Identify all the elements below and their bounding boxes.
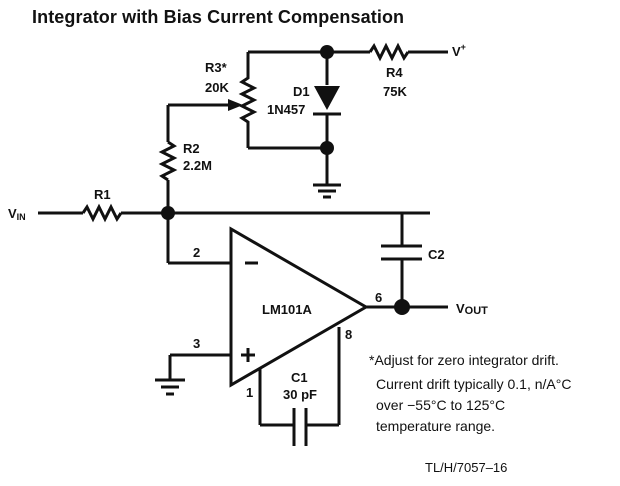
note-drift: Current drift typically 0.1, n/A°C <box>376 376 572 392</box>
resistor-r4 <box>368 42 410 62</box>
wiper-arrow-icon <box>228 99 243 111</box>
label-r2-value: 2.2M <box>183 158 212 173</box>
resistor-r2 <box>158 140 178 182</box>
diode-d1 <box>314 86 340 110</box>
label-c1-value: 30 pF <box>283 387 317 402</box>
label-r4-value: 75K <box>383 84 407 99</box>
note-temperature: temperature range. <box>376 418 496 434</box>
figure-title: Integrator with Bias Current Compensatio… <box>32 7 405 27</box>
junction-output <box>394 299 410 315</box>
label-r1: R1 <box>94 187 111 202</box>
label-d1-value: 1N457 <box>267 102 305 117</box>
note-adjust: *Adjust for zero integrator drift. <box>369 352 559 368</box>
note-range: over −55°C to 125°C <box>376 397 506 413</box>
label-r2: R2 <box>183 141 200 156</box>
figure-id: TL/H/7057–16 <box>425 460 508 475</box>
label-vin: VIN <box>8 206 26 222</box>
label-pin8: 8 <box>345 327 352 342</box>
plus-sign-icon <box>241 348 255 362</box>
ground-icon-d1 <box>313 183 341 199</box>
label-r3-value: 20K <box>205 80 229 95</box>
label-opamp: LM101A <box>262 302 312 317</box>
opamp-lm101a <box>229 226 369 388</box>
label-pin6: 6 <box>375 290 382 305</box>
label-d1: D1 <box>293 84 310 99</box>
label-vout: VOUT <box>456 301 488 317</box>
label-r3: R3* <box>205 60 228 75</box>
label-pin3: 3 <box>193 336 200 351</box>
ground-icon-pin3 <box>155 378 185 396</box>
label-vplus: V+ <box>452 42 466 59</box>
label-c2: C2 <box>428 247 445 262</box>
label-c1: C1 <box>291 370 308 385</box>
label-pin2: 2 <box>193 245 200 260</box>
label-r4: R4 <box>386 65 403 80</box>
label-pin1: 1 <box>246 385 253 400</box>
junction-bottom <box>320 141 334 155</box>
resistor-r1 <box>81 203 123 223</box>
potentiometer-r3 <box>238 52 258 148</box>
